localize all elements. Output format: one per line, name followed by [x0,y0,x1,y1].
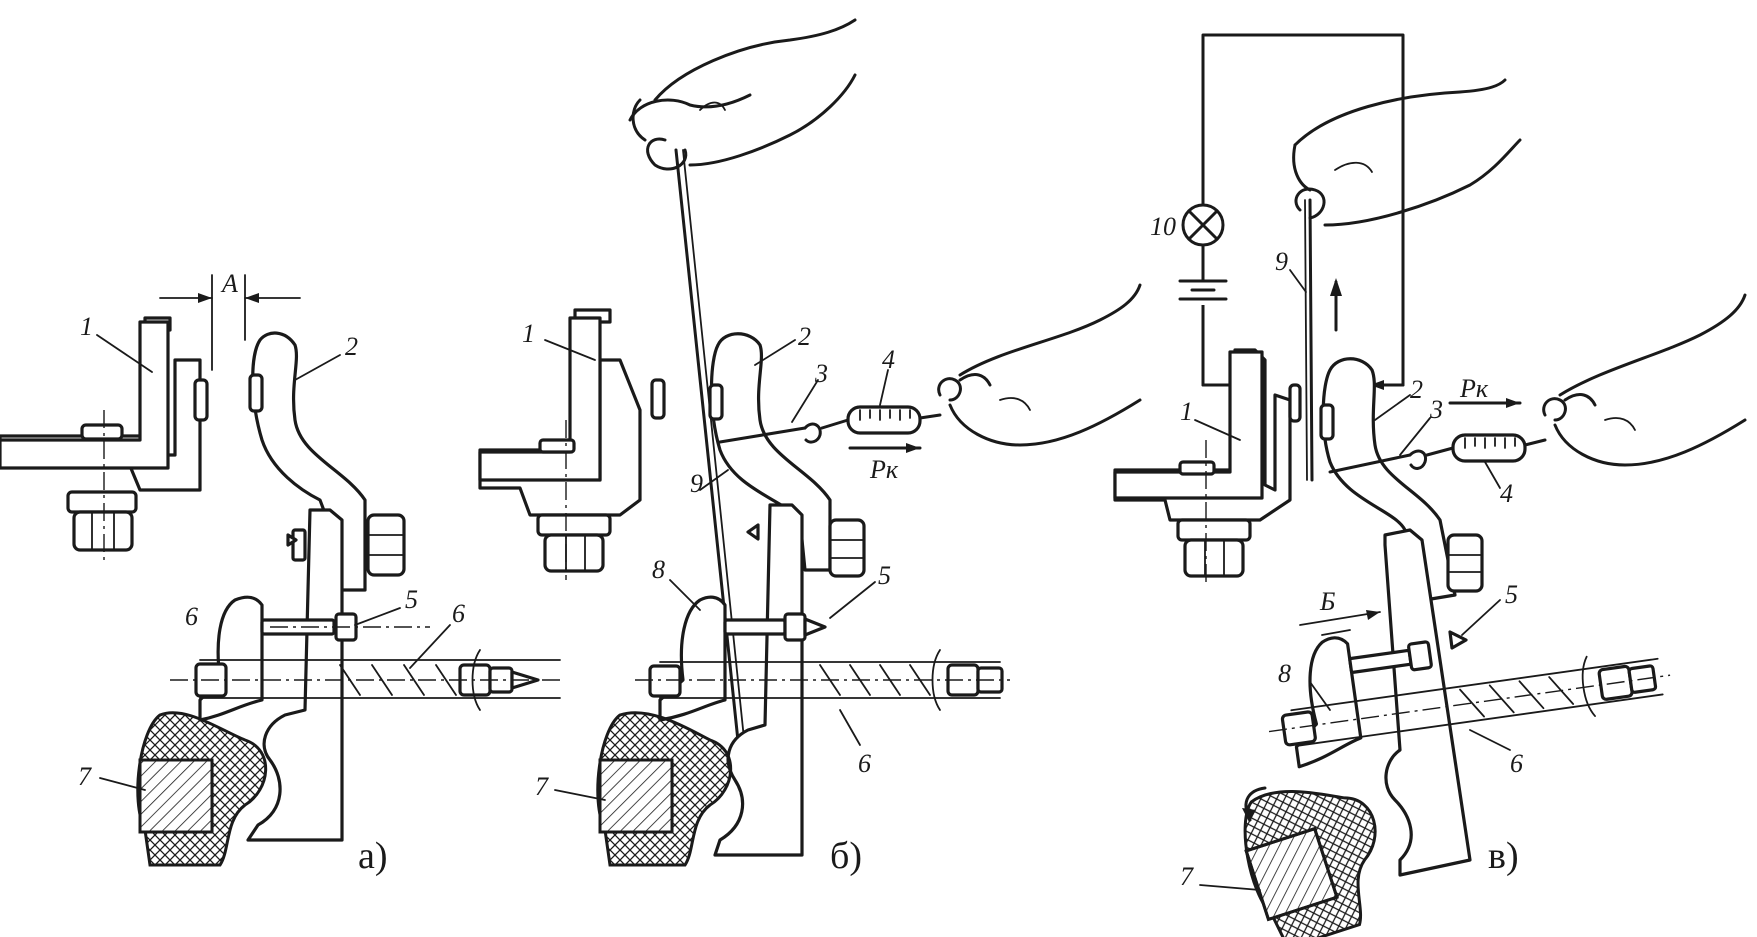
spring-assembly-c [1268,636,1671,769]
hand-top-b [628,18,857,171]
label-b-4: 4 [882,345,895,374]
label-b-6: 6 [858,749,871,778]
caption-a: а) [358,835,388,877]
label-c-8: 8 [1278,659,1291,688]
paper-strip-9-c: 9 [1275,198,1342,482]
spring-assembly-a [170,595,561,722]
label-c-1: 1 [1180,397,1193,426]
panel-a: А [0,269,561,877]
label-c-7: 7 [1180,862,1194,891]
gap-label-b: Б [1319,587,1335,616]
dynamometer-4-c: Pк [1328,374,1547,474]
label-a-5: 5 [405,585,418,614]
label-a-6-bracket: 6 [185,602,198,631]
moving-contact-2 [246,331,406,842]
hand-top-c [1292,78,1522,227]
hand-right-c [1542,293,1747,467]
fixed-contact-1 [0,316,209,560]
spring-assembly-b [635,595,1010,722]
label-c-6: 6 [1510,749,1523,778]
gap-dimension-a: А [159,269,301,371]
dynamometer-4-b: Pк [718,405,942,484]
label-c-3: 3 [1429,395,1443,424]
caption-b: б) [830,835,862,877]
label-b-7: 7 [535,772,549,801]
gap-dimension-b: Б [1299,587,1381,636]
lever-7-b [596,711,733,867]
moving-contact-2-c [1319,357,1484,877]
fixed-contact-1-c [1113,348,1302,585]
panel-c: 10 9 [1113,33,1747,937]
fixed-contact-1-b [478,308,666,580]
labels-a: 1 2 5 6 6 7 [78,312,465,791]
labels-b: 1 2 3 4 5 6 9 8 7 [522,319,895,801]
force-label-b: Pк [869,455,899,484]
label-b-3: 3 [814,359,828,388]
label-a-7: 7 [78,762,92,791]
label-b-2: 2 [798,322,811,351]
label-c-2: 2 [1410,375,1423,404]
label-c-9: 9 [1275,247,1288,276]
lever-7-a [136,711,268,867]
label-b-1: 1 [522,319,535,348]
label-b-5: 5 [878,561,891,590]
test-circuit-c: 10 [1150,33,1405,390]
label-c-5: 5 [1505,580,1518,609]
label-b-9: 9 [690,469,703,498]
panel-b: Pк [478,18,1142,877]
label-a-6-rod: 6 [452,599,465,628]
labels-c: 1 2 3 4 5 6 8 7 [1180,375,1523,891]
force-label-c: Pк [1459,374,1489,403]
caption-c: в) [1488,835,1519,877]
label-c-4: 4 [1500,479,1513,508]
paper-strip-9-b [674,148,747,762]
label-b-8: 8 [652,555,665,584]
label-a-2: 2 [345,332,358,361]
label-a-1: 1 [80,312,93,341]
moving-contact-2-b [708,332,866,857]
gap-label-a: А [220,269,238,298]
label-c-10: 10 [1150,212,1176,241]
lever-7-c [1243,789,1377,937]
hand-right-b [937,283,1142,447]
